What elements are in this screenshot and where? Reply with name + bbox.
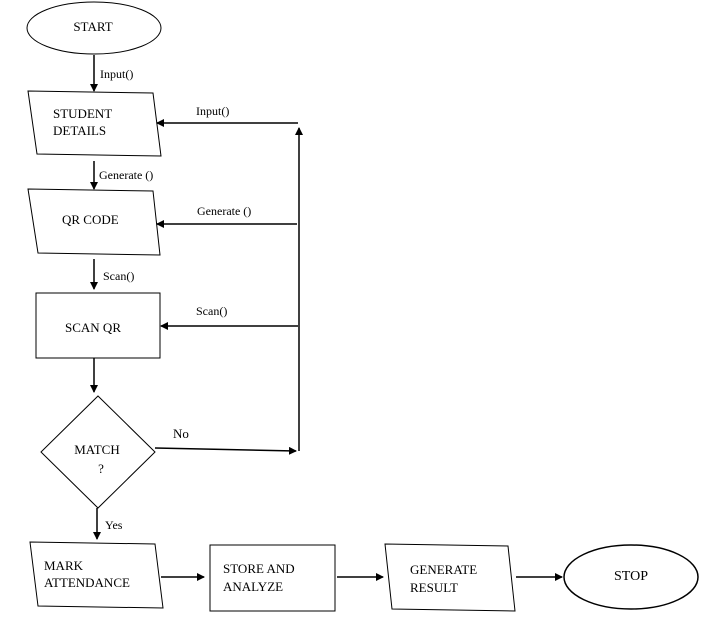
student-details-label-line2: DETAILS <box>53 123 106 138</box>
qr-code-node: QR CODE <box>27 188 161 256</box>
qr-code-label: QR CODE <box>62 212 119 227</box>
store-analyze-label-line1: STORE AND <box>223 561 295 576</box>
edge-label-input: Input() <box>100 67 133 81</box>
stop-label: STOP <box>614 569 648 584</box>
edge-label-feedback-input: Input() <box>196 104 229 118</box>
generate-result-node: GENERATE RESULT <box>384 543 516 612</box>
start-label: START <box>73 19 112 34</box>
match-label-line1: MATCH <box>74 442 120 457</box>
edge-label-no: No <box>173 426 189 441</box>
mark-attendance-node: MARK ATTENDANCE <box>29 541 164 609</box>
match-label-line2: ? <box>98 461 104 476</box>
scan-qr-label: SCAN QR <box>65 320 121 335</box>
stop-node: STOP <box>563 544 699 610</box>
match-decision-node: MATCH ? <box>40 395 156 509</box>
edge-label-generate: Generate () <box>99 168 153 182</box>
generate-result-label-line1: GENERATE <box>410 562 477 577</box>
edge-label-feedback-generate: Generate () <box>197 204 251 218</box>
student-details-label-line1: STUDENT <box>53 106 112 121</box>
store-analyze-node: STORE AND ANALYZE <box>209 544 336 612</box>
scan-qr-node: SCAN QR <box>35 292 161 359</box>
student-details-node: STUDENT DETAILS <box>27 90 162 157</box>
mark-attendance-label-line1: MARK <box>44 558 84 573</box>
generate-result-label-line2: RESULT <box>410 580 458 595</box>
edge-match-no <box>154 446 297 455</box>
edge-label-yes: Yes <box>105 518 123 532</box>
mark-attendance-label-line2: ATTENDANCE <box>44 575 130 590</box>
store-analyze-label-line2: ANALYZE <box>223 579 283 594</box>
start-node: START <box>26 1 162 55</box>
edge-label-feedback-scan: Scan() <box>196 304 227 318</box>
edge-label-scan: Scan() <box>103 269 134 283</box>
